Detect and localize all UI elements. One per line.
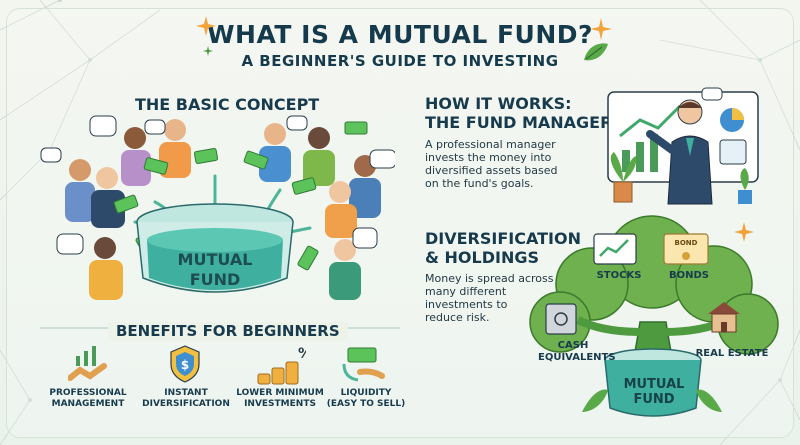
pool-label: MUTUAL FUND <box>155 250 275 290</box>
basic-concept-illustration <box>40 115 395 300</box>
sparkle-icon <box>734 222 754 242</box>
diversification-heading-line1: DIVERSIFICATION <box>425 229 581 248</box>
pool-label-line1: MUTUAL <box>177 250 253 269</box>
fund-manager-illustration <box>607 87 759 205</box>
bond-certificate-icon <box>663 233 709 265</box>
percent-glyph: % <box>298 346 306 362</box>
sparkle-icon <box>590 18 612 40</box>
cash-label-line1: CASH <box>557 340 589 351</box>
subtitle: A BEGINNER'S GUIDE TO INVESTING <box>241 52 559 70</box>
real-estate-label: REAL ESTATE <box>695 348 769 359</box>
how-it-works-heading: HOW IT WORKS: THE FUND MANAGER <box>425 94 612 132</box>
body-line: Money is spread across <box>425 272 554 285</box>
tree-base-label-line1: MUTUAL <box>623 377 685 392</box>
benefit-label-line2: MANAGEMENT <box>51 399 125 409</box>
shield-dollar-icon: $ <box>170 345 200 383</box>
cash-equivalents-label: CASH EQUIVALENTS <box>538 340 616 364</box>
body-line: A professional manager <box>425 138 556 151</box>
bonds-label: BONDS <box>669 270 709 281</box>
benefit-label-line1: LOWER MINIMUM <box>236 388 324 398</box>
body-line: reduce risk. <box>425 311 490 324</box>
body-line: diversified assets based <box>425 164 558 177</box>
diversification-body: Money is spread across many different in… <box>425 272 554 324</box>
tree-base-label-line2: FUND <box>633 392 675 407</box>
main-title: WHAT IS A MUTUAL FUND? <box>206 20 594 49</box>
benefit-label-line2: (EASY TO SELL) <box>326 399 406 409</box>
house-icon <box>708 302 740 333</box>
benefit-instant-diversification: INSTANT DIVERSIFICATION <box>140 388 232 410</box>
benefit-label-line1: LIQUIDITY <box>340 388 392 398</box>
diversification-heading-line2: & HOLDINGS <box>425 248 539 267</box>
diversification-heading: DIVERSIFICATION & HOLDINGS <box>425 229 581 267</box>
dollar-glyph: $ <box>181 358 189 372</box>
handshake-chart-icon <box>68 346 107 381</box>
pool-label-line2: FUND <box>189 270 241 289</box>
safe-icon <box>545 303 577 335</box>
bond-certificate-text: BOND <box>675 239 698 247</box>
diversification-tree-illustration: BOND <box>529 215 779 417</box>
benefit-liquidity: LIQUIDITY (EASY TO SELL) <box>320 388 412 410</box>
benefit-lower-minimum-investments: LOWER MINIMUM INVESTMENTS <box>234 388 326 410</box>
benefit-label-line1: PROFESSIONAL <box>49 388 127 398</box>
how-it-works-heading-line1: HOW IT WORKS: <box>425 94 572 113</box>
investor-figures <box>65 119 381 300</box>
stocks-label: STOCKS <box>596 270 642 281</box>
benefits-heading: BENEFITS FOR BEGINNERS <box>108 322 348 341</box>
coin-stacks-icon: % <box>257 346 306 385</box>
body-line: many different <box>425 285 507 298</box>
cash-exchange-icon <box>342 347 385 382</box>
benefit-label-line2: DIVERSIFICATION <box>142 399 230 409</box>
cash-label-line2: EQUIVALENTS <box>538 352 616 363</box>
benefit-label-line2: INVESTMENTS <box>244 399 316 409</box>
body-line: invests the money into <box>425 151 552 164</box>
body-line: on the fund's goals. <box>425 177 534 190</box>
stocks-chart-icon <box>593 233 637 265</box>
tree-base-label: MUTUAL FUND <box>606 377 702 407</box>
benefit-professional-management: PROFESSIONAL MANAGEMENT <box>42 388 134 410</box>
basic-concept-heading: THE BASIC CONCEPT <box>135 95 320 114</box>
how-it-works-body: A professional manager invests the money… <box>425 138 558 190</box>
sparkle-icon <box>196 16 216 56</box>
how-it-works-heading-line2: THE FUND MANAGER <box>425 113 613 132</box>
benefit-label-line1: INSTANT <box>164 388 208 398</box>
body-line: investments to <box>425 298 508 311</box>
leaf-icon <box>584 43 608 61</box>
